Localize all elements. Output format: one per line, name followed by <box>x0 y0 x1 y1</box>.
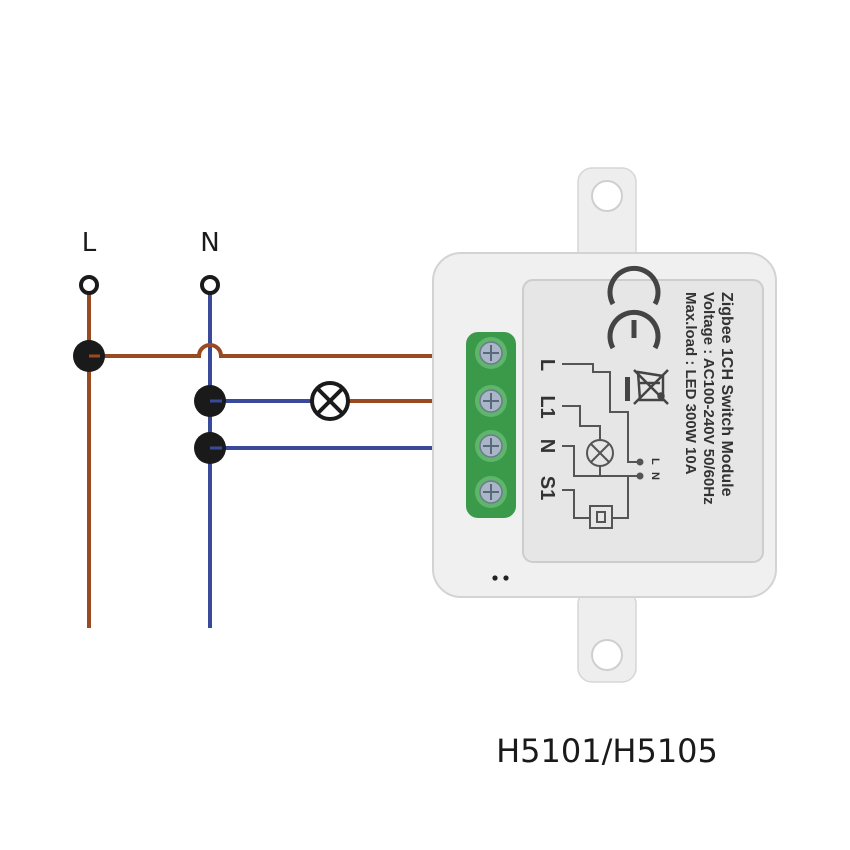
neutral-terminal <box>200 275 220 295</box>
module-voltage: Voltage : AC100-240V 50/60Hz <box>700 292 717 505</box>
model-number: H5101/H5105 <box>496 732 718 770</box>
module-schematic <box>562 363 644 529</box>
live-label: L <box>82 228 97 258</box>
module-max-load: Max.load : LED 300W 10A <box>682 292 699 475</box>
schematic-l-label: L <box>649 458 661 465</box>
status-led-dot <box>503 575 509 581</box>
schematic-n-label: N <box>649 472 661 480</box>
status-led-dot <box>492 575 498 581</box>
screw-icon <box>475 430 507 462</box>
weee-bin-icon <box>625 369 669 405</box>
module-mounting-tab-bottom <box>577 589 637 683</box>
live-branch-wire <box>89 343 490 358</box>
terminal-label-s1: S1 <box>536 476 558 500</box>
module-label-plate <box>522 279 764 563</box>
module-title: Zigbee 1CH Switch Module <box>718 292 735 497</box>
terminal-label-l1: L1 <box>536 395 558 418</box>
live-terminal <box>79 275 99 295</box>
neutral-label: N <box>200 228 219 258</box>
screw-icon <box>475 476 507 508</box>
terminal-block <box>466 332 516 518</box>
terminal-label-l: L <box>536 359 558 371</box>
terminal-label-n: N <box>536 439 558 453</box>
screw-icon <box>475 385 507 417</box>
ce-mark-icon <box>607 265 661 350</box>
screw-icon <box>475 337 507 369</box>
lamp-icon <box>310 381 350 421</box>
module-mounting-tab-top <box>577 167 637 265</box>
